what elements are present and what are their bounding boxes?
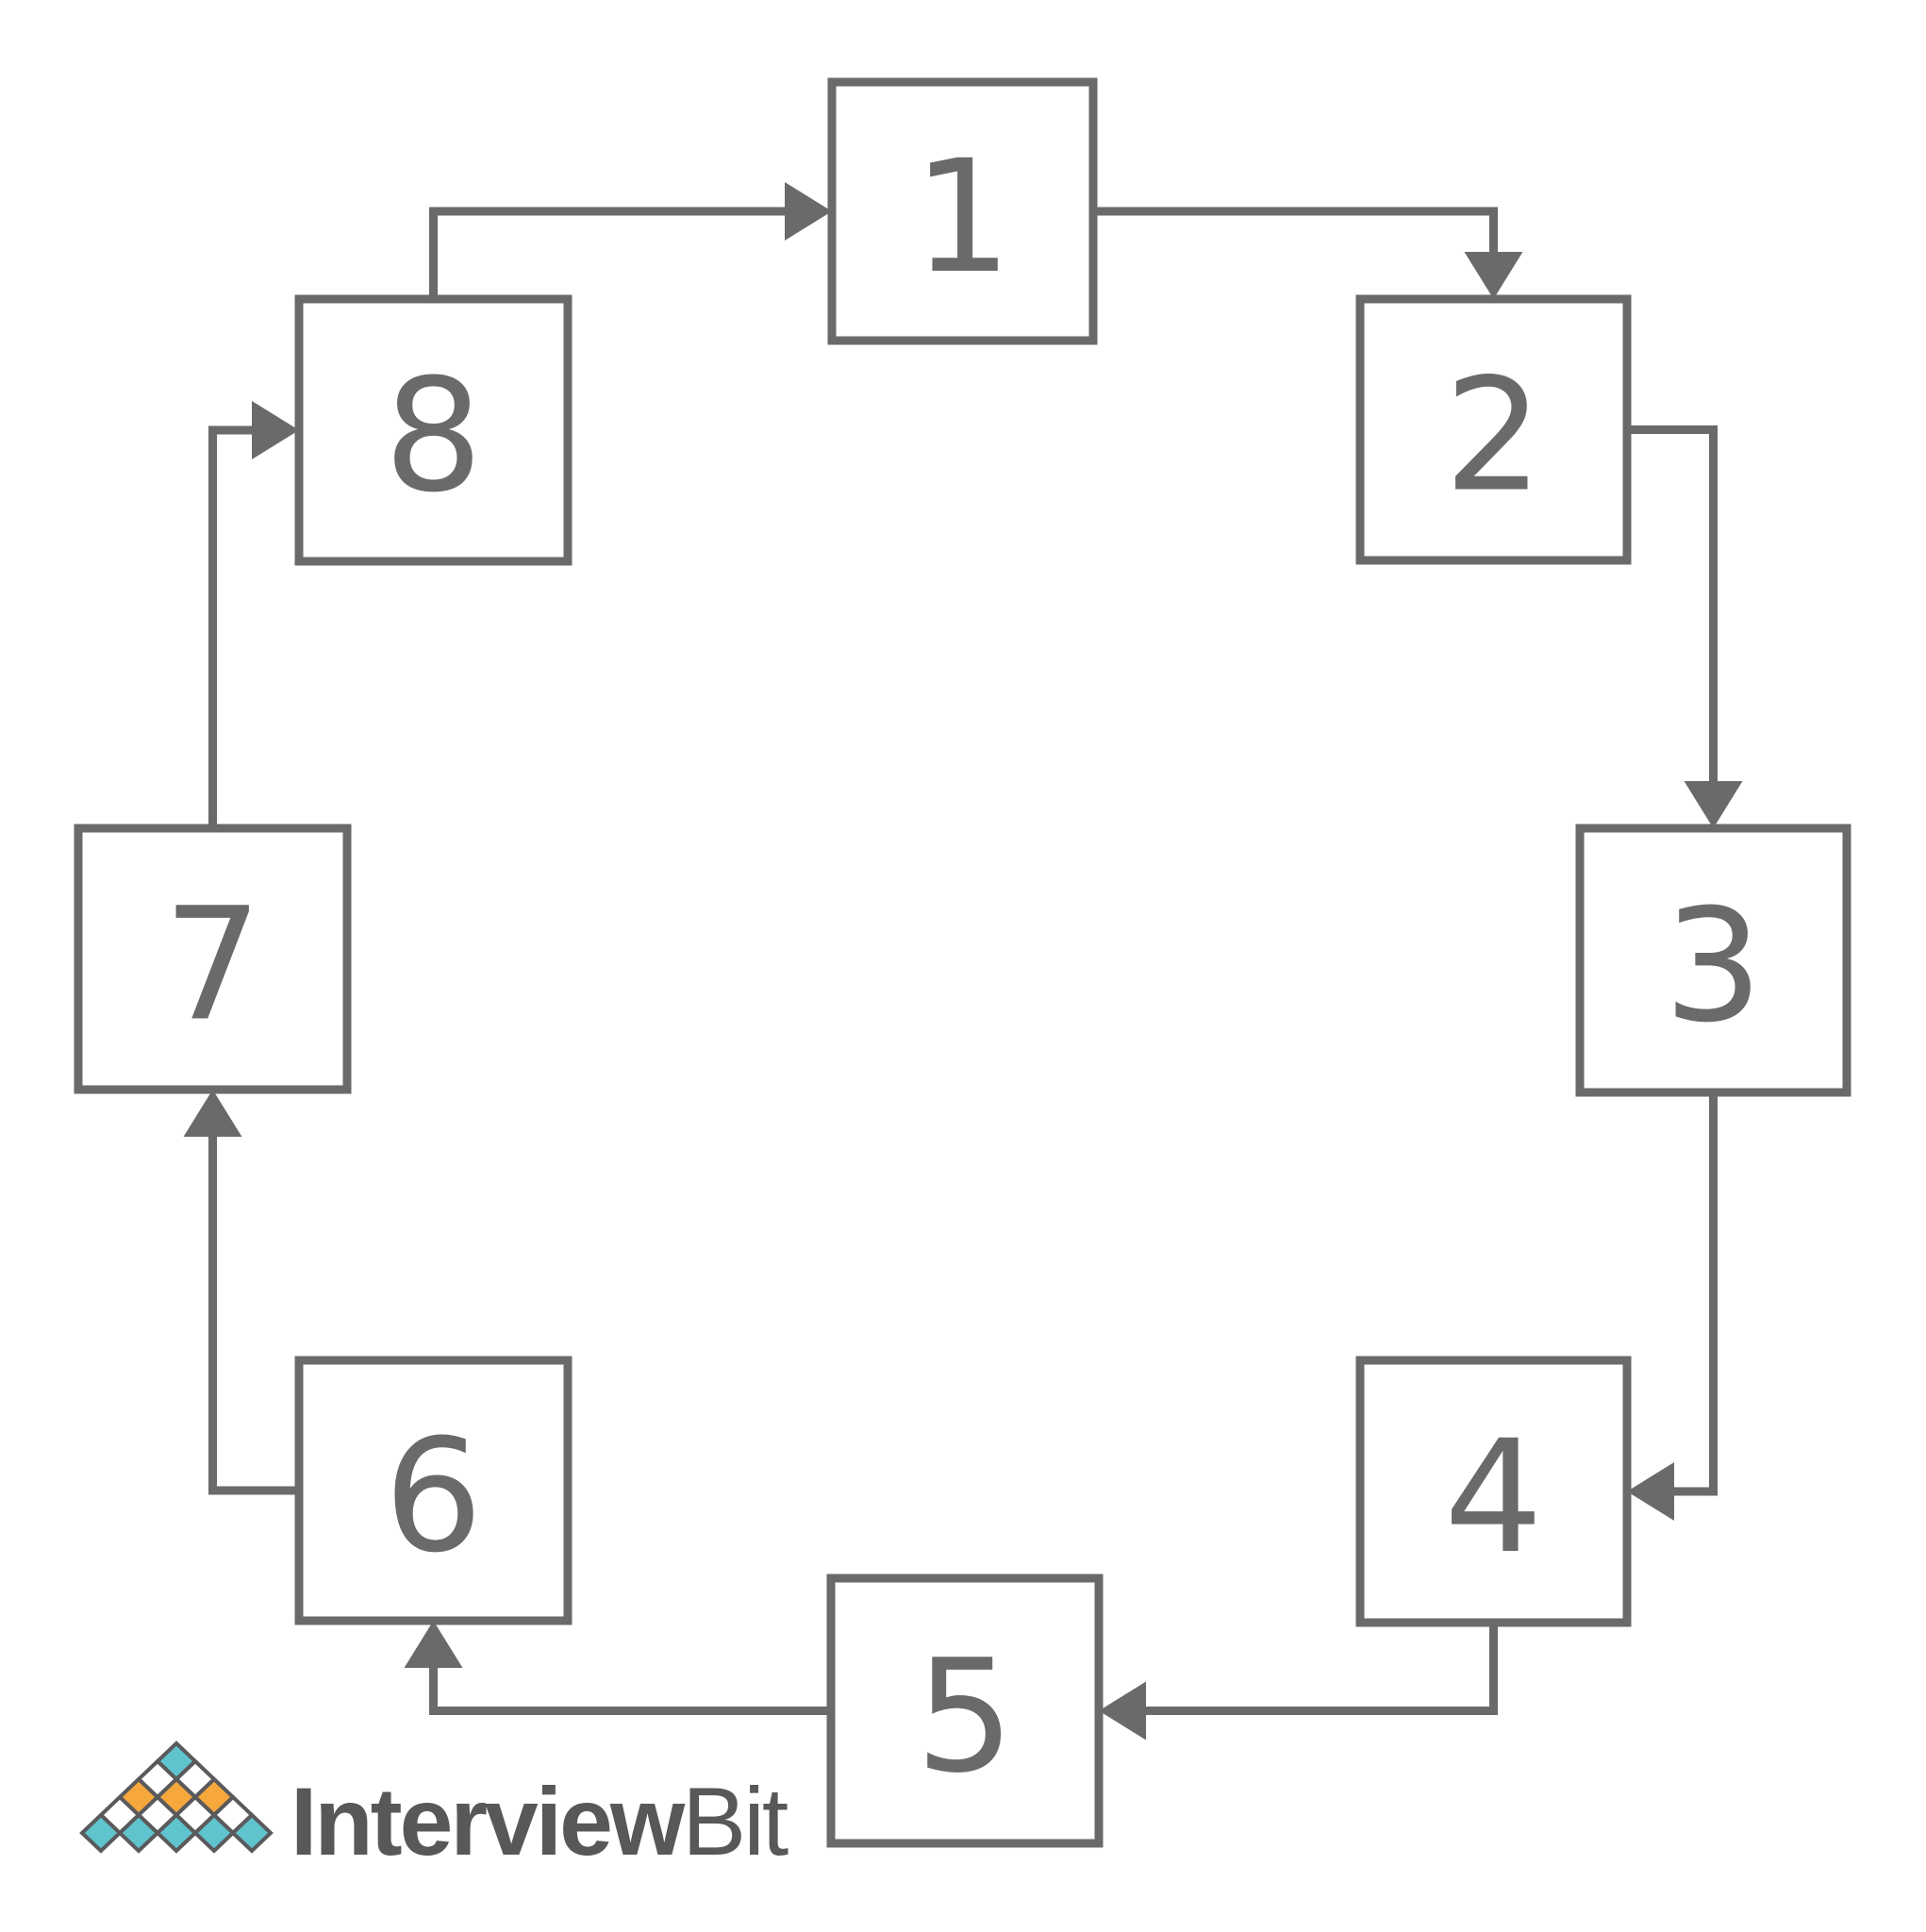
node-box-5: [826, 1574, 1104, 1848]
logo-diamond-teal: [79, 1812, 123, 1854]
node-label-6: 6: [384, 1406, 483, 1587]
node-label-7: 7: [163, 874, 262, 1056]
node-box-2: [1355, 294, 1632, 565]
logo-diamond-teal: [192, 1812, 236, 1854]
edge-3-4: [1674, 1092, 1718, 1496]
logo-diamond-teal: [230, 1812, 274, 1854]
interviewbit-logo: InterviewBit: [291, 1768, 791, 1875]
arrowhead-7-8: [252, 401, 299, 459]
arrowhead-6-7: [183, 1090, 242, 1137]
node-box-8: [294, 294, 573, 566]
node-label-8: 8: [384, 345, 483, 526]
logo-text-bit: Bit: [682, 1768, 789, 1875]
arrowhead-1-2: [1464, 252, 1523, 299]
arrowhead-5-6: [404, 1621, 463, 1668]
node-box-3: [1575, 824, 1851, 1097]
logo-diamond-teal: [117, 1812, 160, 1854]
logo-text-interview: Interview: [291, 1768, 686, 1875]
edge-2-3: [1627, 425, 1718, 781]
edge-8-1: [429, 207, 785, 299]
node-label-4: 4: [1444, 1407, 1543, 1588]
edge-7-8: [208, 425, 252, 828]
node-label-5: 5: [916, 1626, 1015, 1807]
logo-wordmark: InterviewBit: [291, 1768, 789, 1875]
node-box-1: [827, 77, 1098, 345]
arrowhead-3-4: [1627, 1462, 1674, 1521]
node-box-7: [74, 824, 352, 1094]
edge-6-7: [208, 1137, 299, 1495]
arrowhead-2-3: [1684, 781, 1743, 828]
arrowhead-4-5: [1099, 1681, 1146, 1740]
edge-1-2: [1093, 207, 1498, 252]
edge-5-6: [429, 1668, 831, 1715]
node-box-6: [294, 1356, 573, 1625]
arrowhead-8-1: [785, 182, 832, 241]
node-label-3: 3: [1664, 875, 1763, 1057]
node-box-4: [1355, 1356, 1632, 1627]
node-label-2: 2: [1444, 345, 1543, 526]
node-label-1: 1: [913, 126, 1012, 308]
edge-4-5: [1146, 1623, 1498, 1715]
logo-diamond-teal: [155, 1812, 198, 1854]
